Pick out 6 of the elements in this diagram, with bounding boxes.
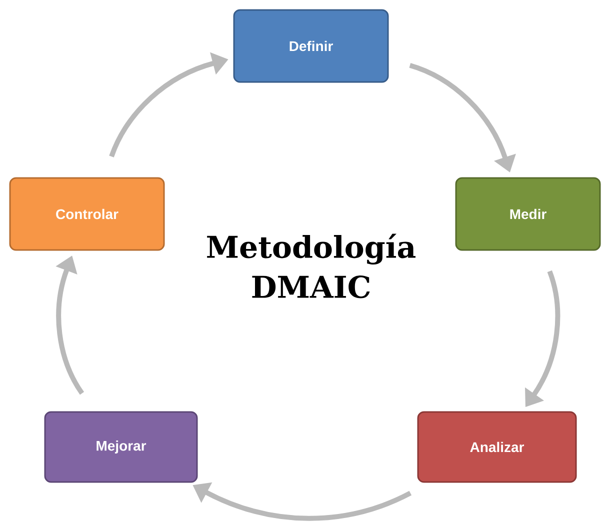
step-box: Medir	[455, 177, 601, 251]
step-box: Definir	[233, 9, 389, 83]
step-box: Analizar	[417, 411, 577, 483]
step-box: Controlar	[9, 177, 165, 251]
title: Metodología DMAIC	[207, 234, 416, 298]
step-box: Mejorar	[44, 411, 198, 483]
